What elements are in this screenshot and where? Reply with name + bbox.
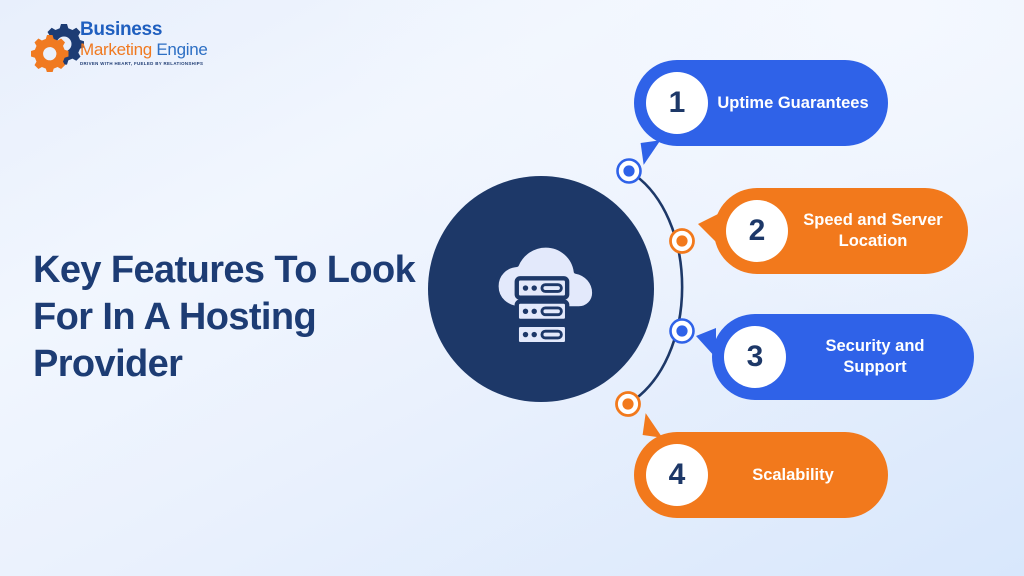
feature-label-4: Scalability xyxy=(752,465,834,484)
bubble-tail-4 xyxy=(642,413,674,439)
page-title: Key Features To Look For In A Hosting Pr… xyxy=(33,249,416,386)
logo-tagline: DRIVEN WITH HEART, FUELED BY RELATIONSHI… xyxy=(80,61,204,66)
center-medallion xyxy=(428,176,654,402)
feature-number-1: 1 xyxy=(646,72,708,134)
feature-label-2: Speed and Server Location xyxy=(803,211,943,250)
connector-dot-3 xyxy=(669,318,695,344)
cloud-server-icon xyxy=(494,243,597,347)
bubble-tail-2 xyxy=(698,214,718,244)
connector-dot-1 xyxy=(616,158,642,184)
feature-bubble-3[interactable]: 3 Security and Support xyxy=(696,314,974,400)
bubble-tail-3 xyxy=(696,328,716,358)
logo-line-marketing-engine: Marketing Engine xyxy=(80,40,208,59)
bubble-tail-1 xyxy=(640,139,672,165)
feature-label-1: Uptime Guarantees xyxy=(717,93,869,112)
feature-bubble-4[interactable]: 4 Scalability xyxy=(634,413,888,518)
connector-dot-4 xyxy=(615,391,641,417)
feature-number-3: 3 xyxy=(724,326,786,388)
gears-icon xyxy=(30,20,85,73)
feature-bubble-2[interactable]: 2 Speed and Server Location xyxy=(698,188,968,274)
feature-label-3: Security and Support xyxy=(825,337,925,376)
feature-bubble-1[interactable]: 1 Uptime Guarantees xyxy=(634,60,888,165)
connector-dot-2 xyxy=(669,228,695,254)
logo-word-engine: Engine xyxy=(156,40,208,59)
brand-logo: Business Marketing Engine DRIVEN WITH HE… xyxy=(30,18,208,80)
feature-number-4: 4 xyxy=(646,444,708,506)
logo-line-business: Business xyxy=(80,19,163,40)
logo-wordmark: Business Marketing Engine DRIVEN WITH HE… xyxy=(80,19,208,67)
feature-number-2: 2 xyxy=(726,200,788,262)
logo-word-marketing: Marketing xyxy=(80,40,152,59)
